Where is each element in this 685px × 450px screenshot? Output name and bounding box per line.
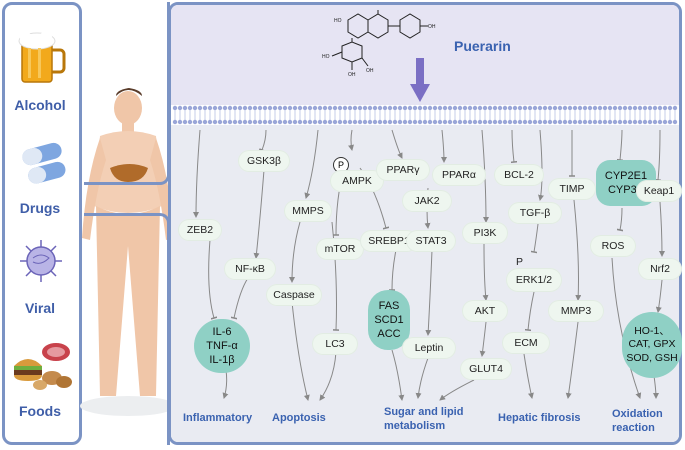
foods-label: Foods: [19, 403, 61, 419]
node-antioxidant: HO-1、 CAT, GPX SOD, GSH: [622, 312, 682, 378]
food-icon: [14, 343, 72, 390]
outcome-sugar-lipid: Sugar and lipid metabolism: [384, 406, 463, 434]
outcome-apoptosis: Apoptosis: [272, 412, 326, 424]
node-nrf2: Nrf2: [638, 258, 682, 280]
svg-text:HO: HO: [322, 54, 330, 60]
node-srebp1: SREBP1: [360, 230, 418, 252]
gene-cyp3a: CYP3A: [607, 184, 645, 196]
outcome-sugar-lipid-line2: metabolism: [384, 419, 446, 432]
node-caspase: Caspase: [266, 284, 322, 306]
outcome-oxidation-line2: reaction: [612, 421, 655, 434]
gene-cyp2e1: CYP2E1: [604, 169, 648, 182]
node-jak2: JAK2: [402, 190, 452, 212]
node-stat3: STAT3: [406, 230, 456, 252]
node-mtor: mTOR: [316, 238, 364, 260]
node-akt: AKT: [462, 300, 508, 322]
enzyme-sod-gsh: SOD, GSH: [626, 351, 678, 364]
virus-icon: [20, 240, 62, 282]
node-pi3k: PI3K: [462, 222, 508, 244]
node-gsk3b: GSK3β: [238, 150, 290, 172]
cytokine-il1b: IL-1β: [209, 354, 235, 367]
gene-acc: ACC: [377, 328, 401, 341]
puerarin-title: Puerarin: [454, 38, 511, 54]
enzyme-cat-gpx: CAT, GPX: [628, 338, 676, 351]
svg-text:OH: OH: [348, 72, 356, 78]
erk-phospho-label: P: [516, 256, 524, 268]
beer-mug-icon: [18, 31, 66, 83]
node-timp: TIMP: [548, 178, 596, 200]
capsule-pills-icon: [22, 142, 66, 184]
node-keap1: Keap1: [636, 180, 682, 202]
cytokine-tnfa: TNF-α: [206, 339, 238, 352]
node-mmp3: MMP3: [548, 300, 604, 322]
node-ampk: AMPK: [330, 170, 384, 192]
enzyme-ho1: HO-1、: [634, 324, 670, 337]
viral-label: Viral: [24, 300, 56, 316]
outcome-hepatic-fibrosis: Hepatic fibrosis: [498, 412, 581, 424]
gene-scd1: SCD1: [374, 313, 404, 326]
node-ecm: ECM: [502, 332, 550, 354]
node-erk: ERK1/2: [506, 268, 562, 292]
node-lc3: LC3: [312, 333, 358, 355]
svg-text:OH: OH: [428, 24, 436, 30]
cell-membrane: [172, 105, 678, 125]
node-lipogenic: FAS SCD1 ACC: [368, 290, 410, 350]
node-tgfb: TGF-β: [508, 202, 562, 224]
node-nfkb: NF-κB: [224, 258, 276, 280]
outcome-inflammatory: Inflammatory: [183, 412, 253, 424]
svg-text:HO: HO: [334, 18, 342, 24]
node-cytokines: IL-6 TNF-α IL-1β: [194, 319, 250, 373]
cytokine-il6: IL-6: [212, 325, 232, 338]
node-glut4: GLUT4: [460, 358, 512, 380]
liver-icon: [110, 164, 148, 182]
outcome-sugar-lipid-line1: Sugar and lipid: [384, 406, 464, 418]
node-pparalpha: PPARα: [432, 164, 486, 186]
node-mmps: MMPS: [284, 200, 332, 222]
alcohol-label: Alcohol: [14, 97, 66, 113]
outcome-oxidation-line1: Oxidation: [612, 408, 663, 420]
node-leptin: Leptin: [402, 337, 456, 359]
down-arrow-icon: [410, 58, 430, 102]
node-ppary: PPARγ: [376, 159, 430, 181]
drugs-label: Drugs: [19, 200, 61, 216]
svg-text:OH: OH: [366, 68, 374, 74]
node-bcl2: BCL-2: [494, 164, 544, 186]
outcome-oxidation: Oxidation reaction: [612, 408, 663, 436]
gene-fas: FAS: [378, 299, 400, 312]
node-ros: ROS: [590, 235, 636, 257]
node-zeb2: ZEB2: [178, 219, 222, 241]
